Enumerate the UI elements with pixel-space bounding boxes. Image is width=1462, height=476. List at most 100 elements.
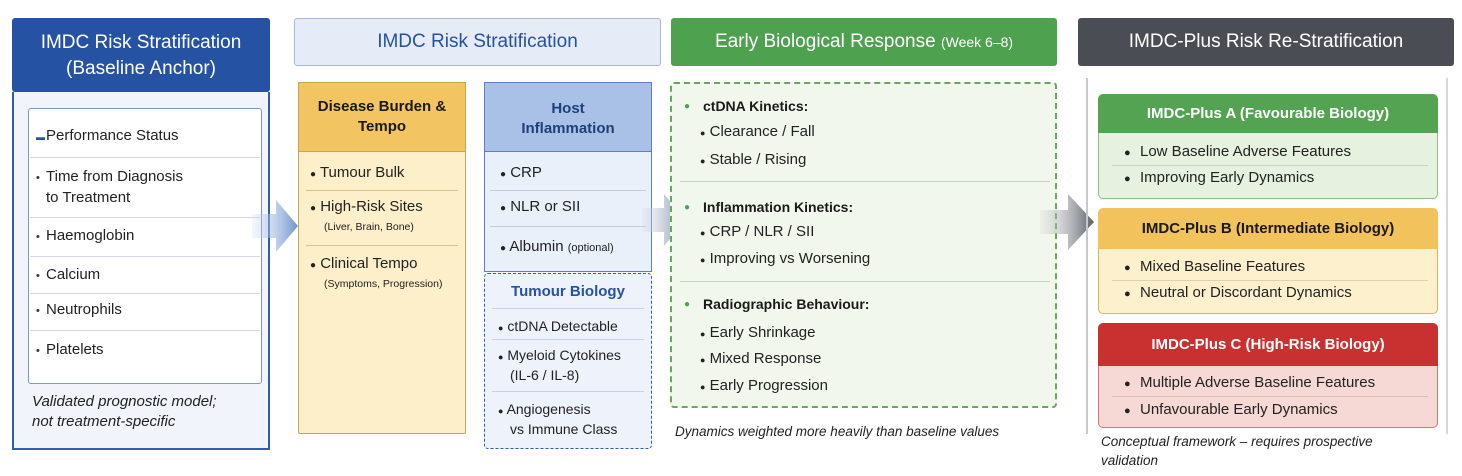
ctdna-kinetics-title: ctDNA Kinetics: [703,98,809,114]
divider [1112,396,1428,397]
divider [492,391,644,392]
bullet-icon: ● [310,260,317,271]
divider [30,157,260,158]
bullet-icon: • [36,270,40,282]
divider [680,181,1050,182]
response-item: ● Clearance / Fall [700,123,815,140]
baseline-factor: ▬Performance Status [36,126,179,147]
baseline-anchor-title-line2: (Baseline Anchor) [66,58,216,79]
divider [1086,78,1088,434]
divider [30,217,260,218]
bullet-icon: ● [700,355,706,365]
imdc-plus-a-body [1098,133,1438,199]
bullet-icon: ● [1124,173,1131,185]
imdc-plus-c-item: ●Unfavourable Early Dynamics [1124,401,1338,418]
bullet-icon: • [36,231,40,243]
tumour-biology-box [484,273,652,449]
imdc-plus-c-body [1098,366,1438,428]
early-response-header: Early Biological Response (Week 6–8) [671,18,1057,66]
divider [306,190,458,191]
bullet-icon: • [36,172,40,184]
bullet-icon: ● [1124,147,1131,159]
imdc-plus-b-item: ●Mixed Baseline Features [1124,258,1306,275]
response-item: ● Improving vs Worsening [700,250,871,267]
divider [30,330,260,331]
tumour-biology-item: ● Myeloid Cytokines (IL-6 / IL-8) [498,347,621,383]
imdc-plus-c-header: IMDC-Plus C (High-Risk Biology) [1098,323,1438,367]
early-response-box [670,82,1057,408]
divider [30,256,260,257]
imdc-plus-a-item: ●Low Baseline Adverse Features [1124,143,1351,160]
response-item: ● CRP / NLR / SII [700,223,815,240]
divider [492,308,644,309]
bullet-icon: ● [1124,262,1131,274]
disease-burden-item: ● High-Risk Sites (Liver, Brain, Bone) [310,198,423,233]
bullet-icon: ● [500,203,507,214]
bullet-icon: ● [1124,288,1131,300]
response-item: ● Mixed Response [700,350,822,367]
response-item: ● Early Shrinkage [700,324,816,341]
tumour-biology-header: Tumour Biology [511,283,625,300]
tumour-biology-item: ● ctDNA Detectable [498,318,618,334]
imdc-plus-b-body [1098,249,1438,314]
radiographic-behaviour-title: Radiographic Behaviour: [703,296,870,312]
bullet-icon: ● [310,169,317,180]
baseline-factor: •Haemoglobin [36,226,134,247]
divider [1446,78,1448,434]
imdc-stratification-header: IMDC Risk Stratification [294,18,661,66]
divider [30,293,260,294]
imdc-plus-a-item: ●Improving Early Dynamics [1124,169,1315,186]
baseline-anchor-header: IMDC Risk Stratification (Baseline Ancho… [12,18,270,92]
baseline-factors-box [28,108,262,384]
host-inflammation-header: Host Inflammation [484,82,652,152]
dynamics-note: Dynamics weighted more heavily than base… [675,424,1000,439]
host-inflammation-item: ● Albumin (optional) [500,238,614,255]
restratification-header: IMDC-Plus Risk Re-Stratification [1078,18,1454,66]
arrow-right-icon [252,200,298,252]
baseline-factor: •Platelets [36,340,104,361]
bullet-icon: • [36,305,40,317]
response-item: ● Stable / Rising [700,151,807,168]
divider [306,245,458,246]
imdc-plus-a-header: IMDC-Plus A (Favourable Biology) [1098,94,1438,134]
divider [490,190,646,191]
bullet-icon: ● [700,329,706,339]
bullet-icon: ● [498,406,504,416]
dash-bullet-icon: ▬ [36,132,45,142]
bullet-icon: ● [700,382,706,392]
imdc-plus-c-item: ●Multiple Adverse Baseline Features [1124,374,1376,391]
tumour-biology-item: ● Angiogenesis vs Immune Class [498,401,618,437]
imdc-plus-b-item: ●Neutral or Discordant Dynamics [1124,284,1352,301]
section-bullet-icon: ● [684,299,691,310]
divider [1112,280,1428,281]
disease-burden-item: ● Tumour Bulk [310,164,405,181]
inflammation-kinetics-title: Inflammation Kinetics: [703,199,854,215]
bullet-icon: ● [700,128,706,138]
baseline-factor: •Time from Diagnosis to Treatment [36,168,183,206]
bullet-icon: ● [700,228,706,238]
disease-burden-item: ● Clinical Tempo (Symptoms, Progression) [310,255,443,290]
bullet-icon: ● [500,243,507,254]
bullet-icon: ● [500,169,507,180]
bullet-icon: ● [1124,405,1131,417]
host-inflammation-item: ● NLR or SII [500,198,581,215]
imdc-plus-b-header: IMDC-Plus B (Intermediate Biology) [1098,208,1438,250]
bullet-icon: • [36,345,40,357]
bullet-icon: ● [310,203,317,214]
baseline-note: Validated prognostic model; not treatmen… [32,393,217,430]
baseline-factor: •Calcium [36,265,100,286]
framework-note: Conceptual framework – requires prospect… [1101,434,1373,468]
baseline-anchor-title-line1: IMDC Risk Stratification [40,32,242,53]
disease-burden-header: Disease Burden & Tempo [298,82,466,152]
arrow-right-icon [1040,194,1094,250]
baseline-factor: •Neutrophils [36,300,122,321]
response-item: ● Early Progression [700,377,828,394]
divider [1112,165,1428,166]
section-bullet-icon: ● [684,202,691,213]
section-bullet-icon: ● [684,101,691,112]
bullet-icon: ● [700,156,706,166]
divider [680,281,1050,282]
divider [490,226,646,227]
host-inflammation-item: ● CRP [500,164,542,181]
bullet-icon: ● [1124,378,1131,390]
